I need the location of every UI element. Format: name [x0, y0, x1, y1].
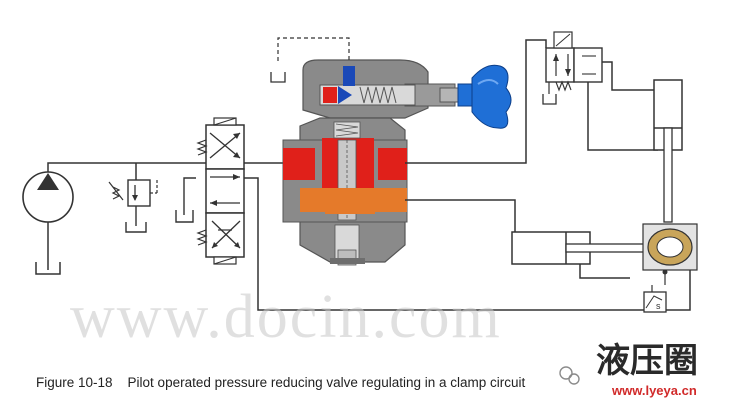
vertical-clamp-cylinder	[653, 79, 683, 223]
solenoid-valve-upper	[542, 31, 603, 105]
pressure-switch: s	[643, 285, 667, 313]
reduced-pressure-line	[405, 199, 630, 279]
pressure-reducing-valve	[282, 59, 463, 266]
upper-lines	[405, 39, 660, 164]
brand-logo-cn: 液压圈	[596, 341, 698, 381]
directional-valve-symbol	[196, 117, 245, 265]
pressure-line	[47, 162, 232, 180]
wechat-icon	[559, 366, 580, 385]
figure-caption: Figure 10-18 Pilot operated pressure red…	[36, 375, 526, 390]
brand-site: www.lyeya.cn	[611, 383, 697, 398]
watermark-text: www.docin.com	[70, 283, 502, 351]
clamp-fixture	[642, 223, 698, 285]
gauge-label: s	[656, 301, 661, 311]
pilot-drain-line	[270, 37, 350, 83]
tank-symbol	[175, 177, 196, 223]
adjusting-handwheel	[457, 64, 512, 129]
pump-symbol	[22, 171, 74, 275]
horizontal-cylinder	[511, 231, 653, 265]
relief-valve-symbol	[108, 179, 158, 233]
